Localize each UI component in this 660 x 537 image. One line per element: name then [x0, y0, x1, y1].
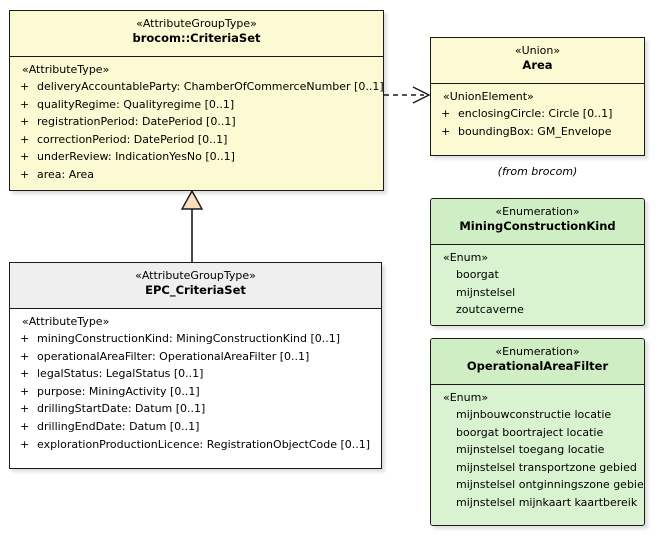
enumeration-literal: zoutcaverne [456, 303, 524, 317]
compartment-stereotype: «AttributeType» [22, 63, 110, 76]
class-stereotype: «AttributeGroupType» [136, 17, 257, 30]
enumeration-literal: mijnstelsel [456, 285, 516, 299]
visibility-marker: + [20, 150, 30, 164]
attribute-row: + explorationProductionLicence: Registra… [16, 436, 377, 454]
attribute-label: operationalAreaFilter: OperationalAreaFi… [37, 349, 310, 363]
class-name: Area [522, 58, 553, 73]
enumeration-box-mining-construction-kind[interactable]: «Enumeration» MiningConstructionKind «En… [430, 198, 645, 326]
attribute-row: + enclosingCircle: Circle [0..1] [437, 105, 640, 123]
attribute-label: miningConstructionKind: MiningConstructi… [37, 332, 341, 345]
compartment-stereotype: «UnionElement» [443, 90, 534, 103]
class-stereotype: «Union» [514, 44, 561, 57]
attribute-row: + drillingEndDate: Datum [0..1] [16, 418, 377, 436]
class-name: brocom::CriteriaSet [132, 31, 261, 46]
enumeration-header-operational-area-filter: «Enumeration» OperationalAreaFilter [431, 339, 644, 385]
enumeration-header-mining-construction-kind: «Enumeration» MiningConstructionKind [431, 199, 644, 245]
visibility-marker: + [20, 384, 30, 398]
class-header-criteria-set: «AttributeGroupType» brocom::CriteriaSet [10, 11, 383, 57]
visibility-marker: + [20, 115, 30, 129]
visibility-marker: + [20, 349, 30, 363]
attribute-row: + correctionPeriod: DatePeriod [0..1] [16, 131, 379, 149]
enumeration-literal: boorgat [456, 268, 499, 281]
attribute-row: + boundingBox: GM_Envelope [437, 123, 640, 141]
attribute-row: + area: Area [16, 166, 379, 184]
attribute-row: + registrationPeriod: DatePeriod [0..1] [16, 113, 379, 131]
visibility-marker: + [20, 332, 30, 345]
enumeration-name: MiningConstructionKind [459, 219, 616, 234]
attribute-label: underReview: IndicationYesNo [0..1] [37, 150, 235, 164]
attribute-label: explorationProductionLicence: Registrati… [37, 437, 371, 451]
attribute-label: deliveryAccountableParty: ChamberOfComme… [37, 80, 384, 93]
compartment-stereotype: «AttributeType» [22, 315, 110, 328]
enumeration-literals-compartment: «Enum» boorgat mijnstelsel zoutcaverne [431, 245, 644, 325]
attribute-label: registrationPeriod: DatePeriod [0..1] [37, 115, 236, 129]
compartment-stereotype: «Enum» [443, 251, 489, 264]
attribute-label: correctionPeriod: DatePeriod [0..1] [37, 132, 228, 146]
attribute-row: + deliveryAccountableParty: ChamberOfCom… [16, 78, 383, 96]
visibility-marker: + [20, 167, 30, 181]
attribute-label: qualityRegime: Qualityregime [0..1] [37, 97, 235, 111]
generalization-triangle-icon [180, 189, 204, 210]
attribute-row: + miningConstructionKind: MiningConstruc… [16, 330, 377, 348]
class-header-epc-criteria-set: «AttributeGroupType» EPC_CriteriaSet [10, 263, 381, 309]
attribute-row: + qualityRegime: Qualityregime [0..1] [16, 96, 379, 114]
attribute-row: + purpose: MiningActivity [0..1] [16, 383, 377, 401]
class-box-criteria-set[interactable]: «AttributeGroupType» brocom::CriteriaSet… [9, 10, 384, 191]
enumeration-stereotype: «Enumeration» [495, 345, 580, 358]
visibility-marker: + [20, 80, 30, 93]
class-attributes-compartment: «UnionElement» + enclosingCircle: Circle… [431, 84, 644, 155]
class-box-area[interactable]: «Union» Area «UnionElement» + enclosingC… [430, 37, 645, 156]
package-origin-caption-area: (from brocom) [497, 165, 578, 178]
attribute-row: + drillingStartDate: Datum [0..1] [16, 400, 377, 418]
class-header-area: «Union» Area [431, 38, 644, 84]
enumeration-literal: mijnbouwconstructie locatie [456, 408, 612, 421]
attribute-label: boundingBox: GM_Envelope [458, 124, 612, 138]
visibility-marker: + [20, 132, 30, 146]
enumeration-literal: mijnstelsel toegang locatie [456, 443, 605, 457]
attribute-label: area: Area [37, 167, 95, 181]
class-name: EPC_CriteriaSet [145, 283, 246, 298]
visibility-marker: + [20, 402, 30, 416]
enumeration-literals-compartment: «Enum» mijnbouwconstructie locatie boorg… [431, 385, 644, 525]
attribute-label: drillingEndDate: Datum [0..1] [37, 419, 200, 433]
class-attributes-compartment: «AttributeType» + deliveryAccountablePar… [10, 57, 383, 190]
attribute-row: + underReview: IndicationYesNo [0..1] [16, 148, 379, 166]
visibility-marker: + [441, 107, 451, 120]
visibility-marker: + [20, 419, 30, 433]
attribute-label: enclosingCircle: Circle [0..1] [458, 107, 613, 120]
visibility-marker: + [20, 97, 30, 111]
compartment-stereotype: «Enum» [443, 391, 489, 404]
attribute-label: drillingStartDate: Datum [0..1] [37, 402, 206, 416]
attribute-label: purpose: MiningActivity [0..1] [37, 384, 200, 398]
class-box-epc-criteria-set[interactable]: «AttributeGroupType» EPC_CriteriaSet «At… [9, 262, 382, 469]
dependency-arrowhead-icon [412, 86, 431, 104]
attribute-row: + operationalAreaFilter: OperationalArea… [16, 348, 377, 366]
enumeration-literal: mijnstelsel transportzone gebied [456, 460, 637, 474]
class-stereotype: «AttributeGroupType» [135, 269, 256, 282]
enumeration-literal: mijnstelsel mijnkaart kaartbereik [456, 495, 638, 509]
visibility-marker: + [20, 437, 30, 451]
class-attributes-compartment: «AttributeType» + miningConstructionKind… [10, 309, 381, 468]
enumeration-name: OperationalAreaFilter [466, 359, 609, 374]
enumeration-literal: mijnstelsel ontginningszone gebied [456, 478, 645, 492]
attribute-row: + legalStatus: LegalStatus [0..1] [16, 365, 377, 383]
enumeration-stereotype: «Enumeration» [495, 205, 580, 218]
visibility-marker: + [441, 124, 451, 138]
enumeration-literal: boorgat boortraject locatie [456, 425, 604, 439]
enumeration-box-operational-area-filter[interactable]: «Enumeration» OperationalAreaFilter «Enu… [430, 338, 645, 526]
attribute-label: legalStatus: LegalStatus [0..1] [37, 367, 204, 381]
visibility-marker: + [20, 367, 30, 381]
